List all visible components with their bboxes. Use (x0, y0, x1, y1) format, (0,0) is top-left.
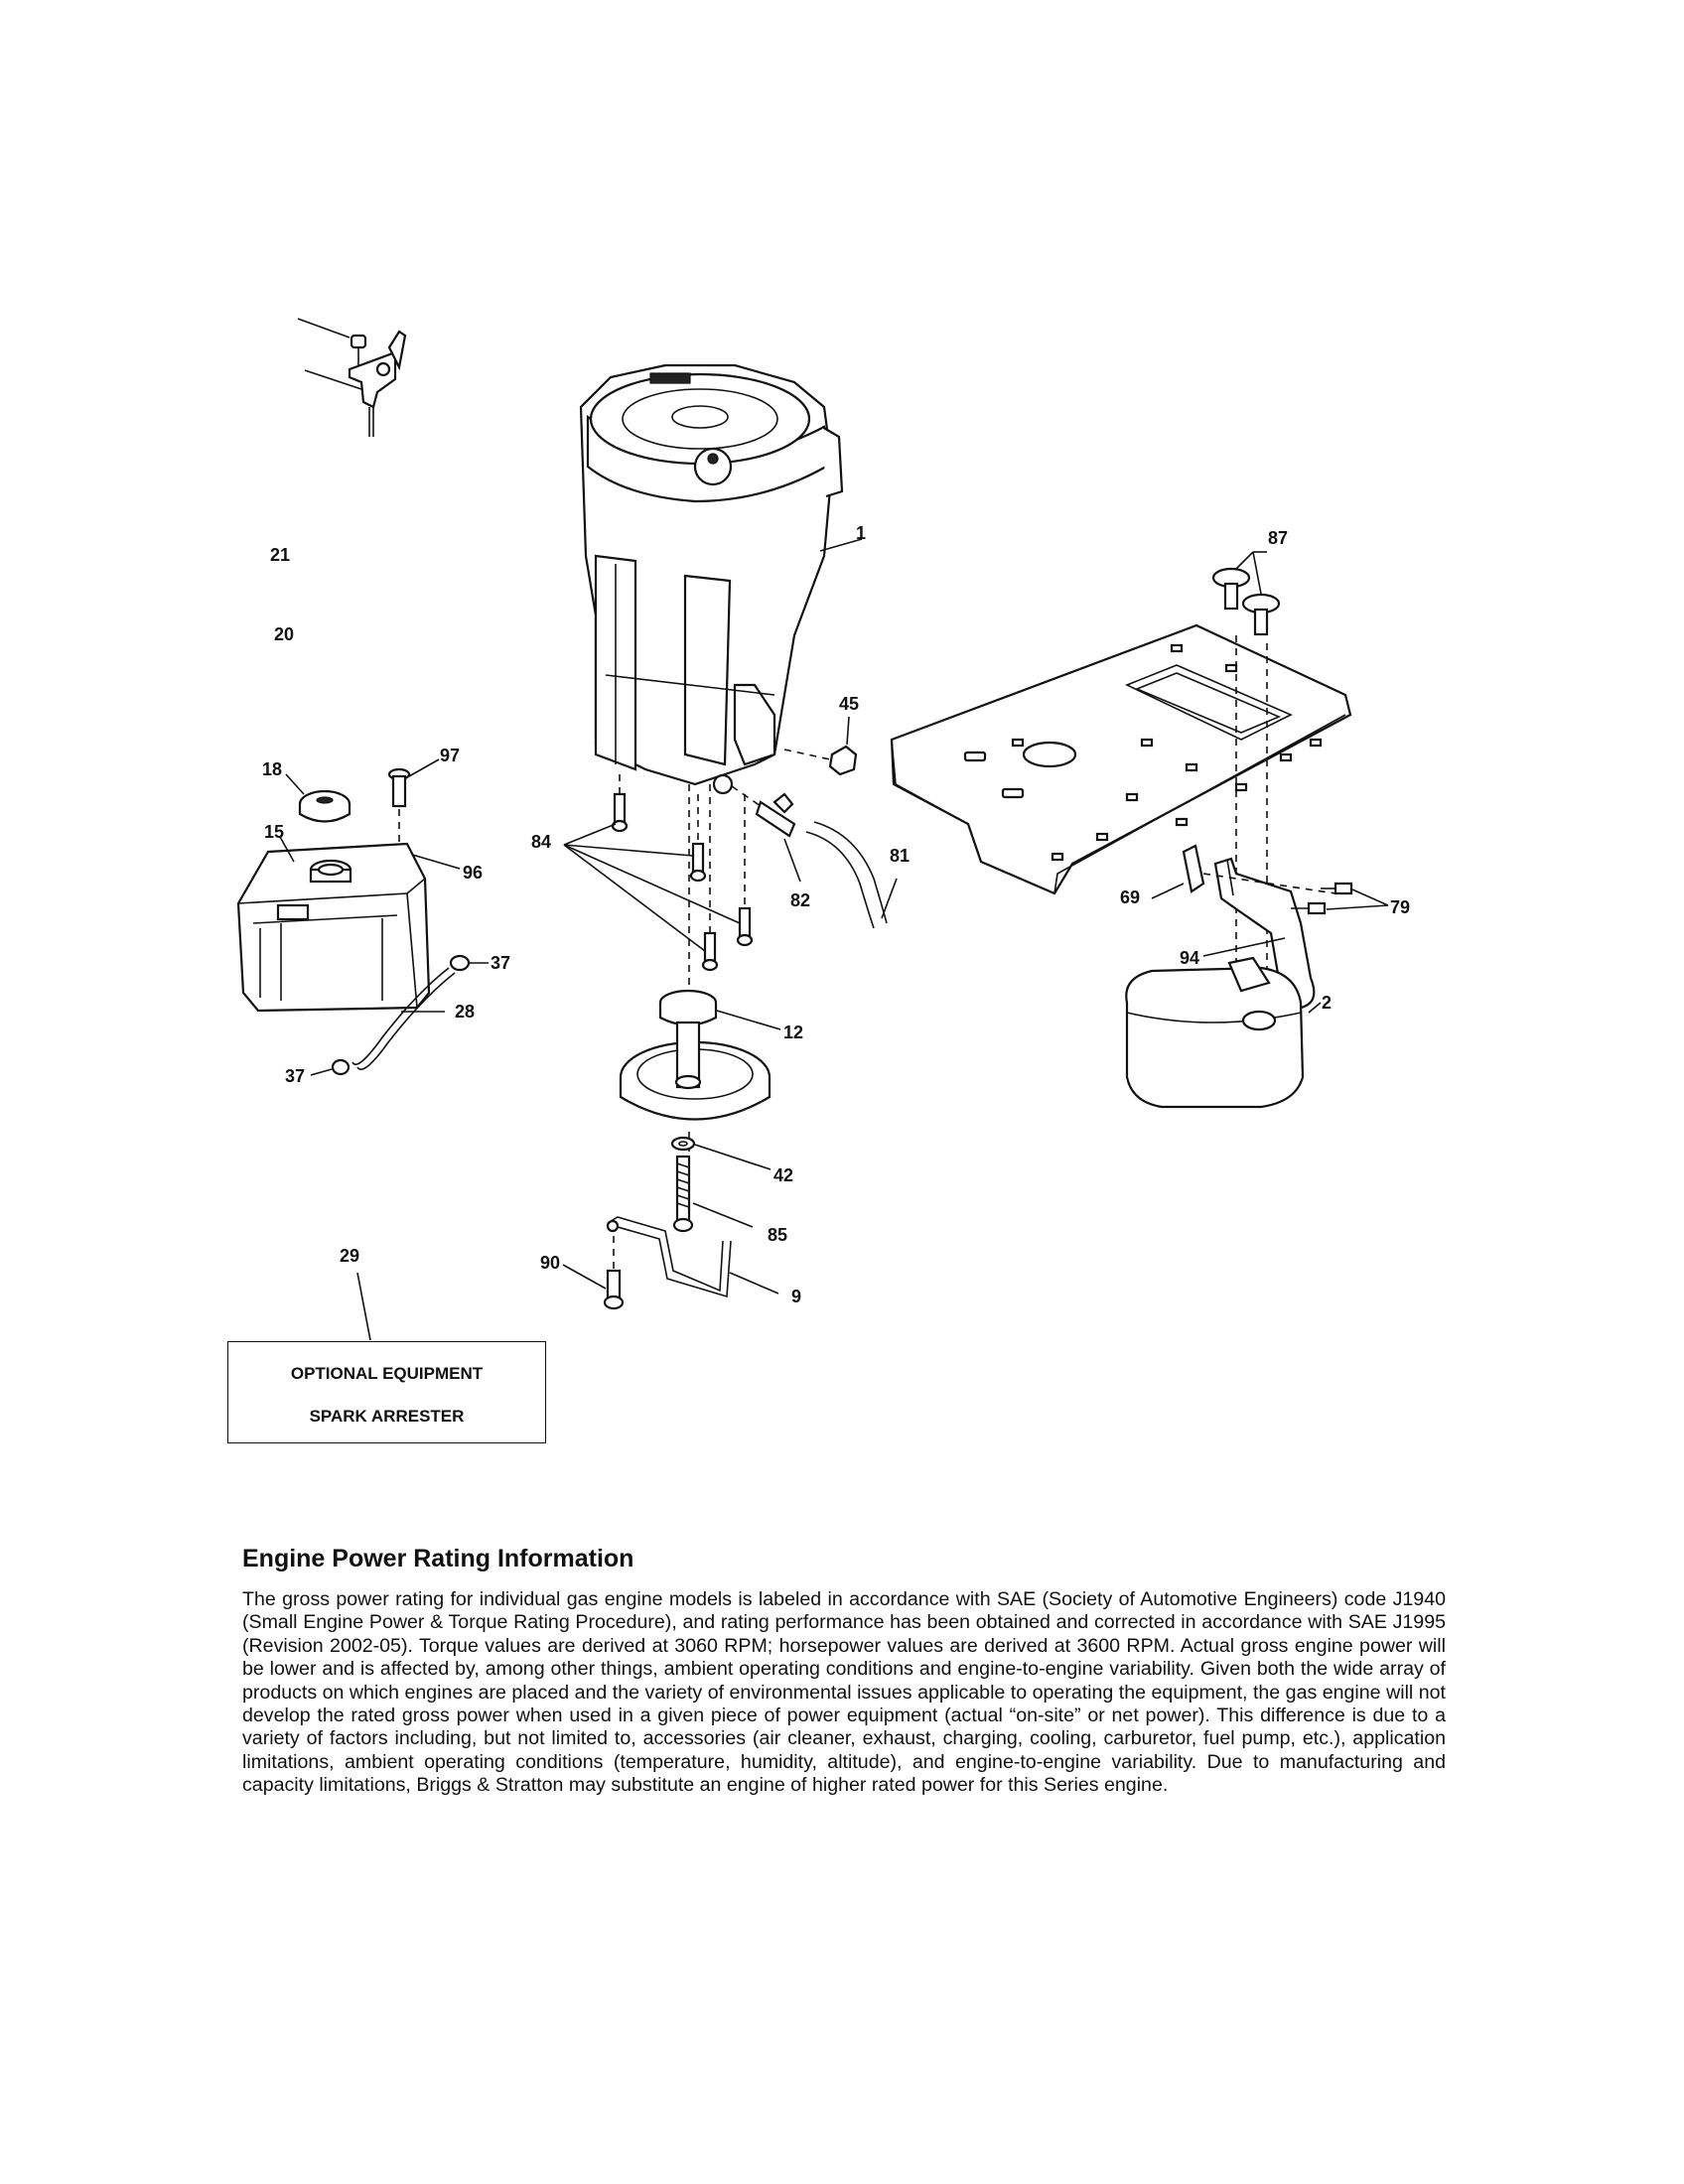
callout-37-top: 37 (491, 953, 510, 973)
leader-79 (1326, 888, 1389, 910)
callout-79: 79 (1390, 897, 1410, 917)
leader-97 (408, 758, 440, 777)
callout-84: 84 (531, 832, 551, 852)
hose-clamp-top-part (449, 954, 471, 972)
leader-2 (1308, 1002, 1322, 1014)
callout-21: 21 (270, 545, 290, 565)
optional-equipment-title: OPTIONAL EQUIPMENT (290, 1364, 484, 1383)
leader-20 (304, 369, 362, 390)
callout-2: 2 (1322, 993, 1332, 1013)
leader-45 (846, 716, 850, 746)
callout-85: 85 (768, 1225, 787, 1245)
leader-21 (297, 318, 351, 339)
callout-1: 1 (856, 523, 866, 543)
callout-28: 28 (455, 1002, 475, 1022)
engine-power-rating-text: The gross power rating for individual ga… (242, 1588, 1446, 1797)
leader-37-bottom (310, 1068, 333, 1076)
callout-15: 15 (264, 822, 284, 842)
leader-96 (408, 853, 461, 870)
callout-82: 82 (790, 890, 810, 910)
leader-85 (692, 1202, 754, 1228)
leader-69 (1151, 883, 1185, 899)
fuel-hose-part (805, 821, 888, 929)
washer-42-part (670, 1136, 696, 1152)
frame-bolts-part (1211, 567, 1281, 636)
engine-part (579, 363, 844, 786)
callout-29: 29 (340, 1246, 359, 1266)
leader-9 (729, 1272, 779, 1295)
callout-18: 18 (262, 759, 282, 779)
leader-15 (279, 836, 295, 863)
leader-84 (563, 823, 741, 952)
muffler-part (1125, 956, 1305, 1109)
spark-arrester-label: SPARK ARRESTER (309, 1407, 465, 1426)
leader-82 (783, 838, 801, 883)
exhaust-bolts-part (1291, 882, 1353, 915)
engine-pulley-part (619, 989, 772, 1121)
engine-power-rating-heading: Engine Power Rating Information (242, 1545, 634, 1572)
belt-guide-part (606, 1216, 732, 1298)
leader-1 (819, 538, 863, 552)
callout-69: 69 (1120, 887, 1140, 907)
fuel-line-part (351, 967, 450, 1065)
optional-equipment-box: OPTIONAL EQUIPMENT SPARK ARRESTER (227, 1341, 546, 1443)
nut-45-part (783, 745, 858, 776)
callout-81: 81 (890, 846, 910, 866)
callout-45: 45 (839, 694, 859, 714)
exhaust-gasket-part (1182, 844, 1205, 893)
leader-18 (285, 773, 305, 795)
leader-29 (356, 1272, 371, 1341)
hose-clamp-bottom-part (331, 1058, 351, 1076)
leader-90 (562, 1264, 607, 1290)
callout-20: 20 (274, 624, 294, 644)
callout-90: 90 (540, 1253, 560, 1273)
fuel-fitting-part (712, 773, 796, 838)
callout-9: 9 (791, 1287, 801, 1306)
callout-94: 94 (1180, 948, 1199, 968)
bolt-90-part (603, 1236, 625, 1310)
throttle-control-part (348, 330, 407, 437)
callout-42: 42 (773, 1165, 793, 1185)
callout-12: 12 (783, 1023, 803, 1042)
leader-42 (694, 1144, 772, 1170)
engine-bolts-part (611, 774, 754, 972)
fuel-tank-part (236, 842, 431, 1013)
leader-87 (1234, 551, 1267, 595)
callout-37-bottom: 37 (285, 1066, 305, 1086)
callout-97: 97 (440, 746, 460, 765)
engine-parts-diagram: 21 20 18 15 97 96 37 28 37 1 45 84 82 81… (236, 318, 1410, 1341)
leader-94 (1202, 937, 1286, 957)
callout-96: 96 (463, 863, 483, 883)
leader-12 (716, 1010, 781, 1030)
leader-81 (881, 878, 898, 919)
chassis-frame-part (890, 623, 1352, 895)
bolt-85-part (672, 1155, 694, 1233)
callout-87: 87 (1268, 528, 1288, 548)
fuel-cap-part (298, 789, 351, 823)
